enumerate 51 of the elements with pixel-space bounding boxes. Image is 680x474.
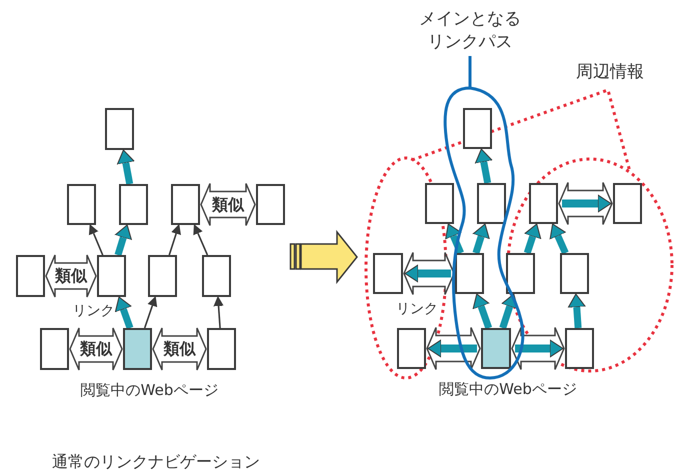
- page-box: [148, 255, 177, 297]
- page-box: [202, 255, 231, 297]
- link-arrow: [116, 150, 135, 185]
- link-arrow: [550, 224, 569, 254]
- page-box: [506, 253, 535, 294]
- node-label: 閲覧中のWebページ: [439, 380, 577, 398]
- edge-label: 類似: [55, 266, 87, 286]
- link-arrow: [472, 224, 490, 254]
- link-arrow: [214, 296, 224, 328]
- page-box: [171, 184, 200, 225]
- page-box: [373, 253, 403, 294]
- link-arrow: [144, 296, 158, 328]
- page-box: [529, 183, 558, 224]
- page-box: [477, 183, 506, 224]
- link-arrow: [524, 224, 542, 254]
- page-box: [119, 184, 148, 225]
- edge-label: 類似: [80, 339, 112, 359]
- page-box: [256, 184, 285, 225]
- link-arrow: [168, 224, 181, 256]
- node-label: 閲覧中のWebページ: [80, 381, 218, 399]
- page-box: [16, 255, 45, 297]
- link-arrow: [114, 296, 134, 330]
- link-arrow: [499, 294, 518, 330]
- page-box: [397, 328, 426, 369]
- link-arrow: [193, 224, 208, 256]
- link-arrow: [472, 294, 492, 330]
- page-box: [97, 255, 126, 297]
- page-box: [207, 328, 236, 370]
- page-box: [67, 184, 96, 225]
- link-arrow: [568, 294, 586, 328]
- panel-caption: 通常のリンクナビゲーション: [52, 452, 260, 472]
- link-arrow: [114, 224, 132, 256]
- leader-line: [468, 56, 472, 88]
- page-box: [40, 328, 69, 370]
- region-label: 周辺情報: [576, 62, 644, 82]
- link-arrow: [474, 148, 493, 184]
- page-box: [463, 108, 492, 149]
- current-page-box: [481, 328, 511, 369]
- page-box: [560, 253, 589, 294]
- page-box: [613, 183, 642, 224]
- edge-label: リンク: [72, 302, 114, 318]
- current-page-box: [123, 328, 152, 370]
- callout-label: メインとなるリンクパス: [418, 8, 522, 56]
- link-arrow: [88, 224, 104, 256]
- edge-label: 類似: [164, 339, 196, 359]
- edge-label: 類似: [212, 194, 244, 214]
- page-box: [105, 108, 134, 150]
- link-arrow: [445, 224, 464, 254]
- page-box: [425, 183, 454, 224]
- page-box: [565, 328, 594, 369]
- page-box: [455, 253, 484, 294]
